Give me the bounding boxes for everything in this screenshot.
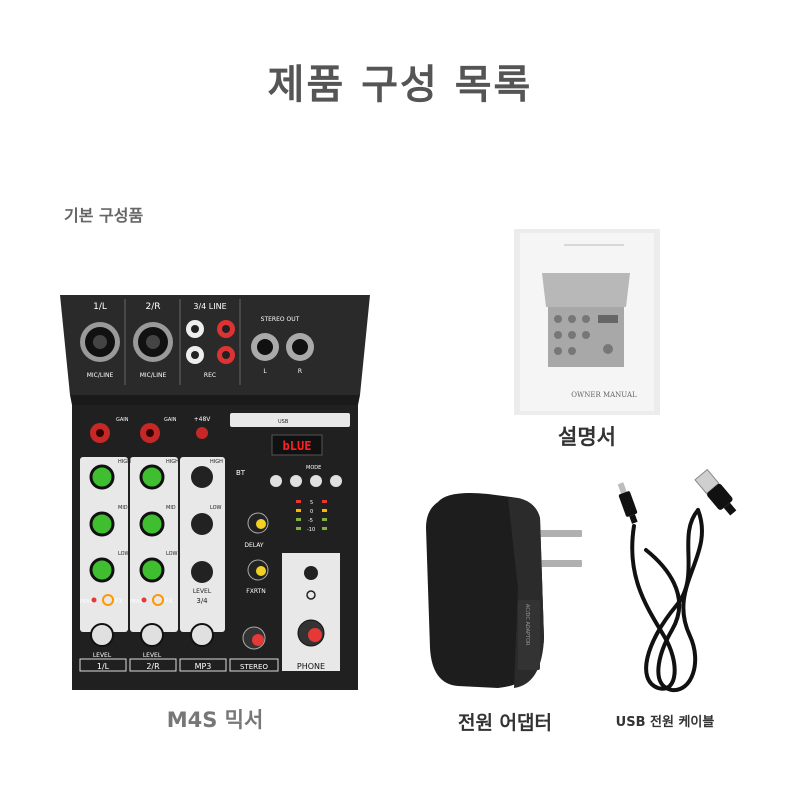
level-meter bbox=[296, 500, 327, 530]
mixer-label-level-2: LEVEL bbox=[143, 652, 162, 659]
fxrtn-knob bbox=[247, 559, 269, 581]
mixer-label-level-1: LEVEL bbox=[93, 652, 112, 659]
mixer-label-low-2: LOW bbox=[166, 551, 178, 557]
mixer-label-peak-1: PEAK bbox=[80, 599, 94, 605]
xlr-jack-2 bbox=[133, 322, 173, 362]
mixer-label-mode: MODE bbox=[306, 465, 321, 471]
mixer-label-delay: DELAY bbox=[244, 542, 264, 549]
xlr-jack-1 bbox=[80, 322, 120, 362]
mixer-label-phantom: +48V bbox=[194, 416, 212, 423]
mixer-label-ch34-top: 3/4 LINE bbox=[193, 302, 226, 311]
level-knob-mp3 bbox=[190, 623, 214, 647]
mixer-label-ch34-bottom: 3/4 bbox=[196, 597, 208, 605]
usb-cable-image bbox=[617, 468, 737, 693]
mixer-top-panel bbox=[60, 295, 370, 395]
low-knob-2 bbox=[139, 557, 165, 583]
delay-knob bbox=[247, 512, 269, 534]
mixer-label-meter-0: 0 bbox=[310, 509, 313, 515]
low-knob-1 bbox=[89, 557, 115, 583]
level-knob-2 bbox=[140, 623, 164, 647]
mixer-label-high-3: HIGH bbox=[210, 459, 223, 465]
mixer-label-mic-line-2: MIC/LINE bbox=[140, 372, 167, 379]
page-title: 제품 구성 목록 bbox=[267, 62, 533, 108]
mixer-label-high-1: HIGH bbox=[118, 459, 131, 465]
mixer-image: 1/L 2/R 3/4 LINE STEREO OUT MIC/LINE MIC… bbox=[60, 295, 370, 690]
mixer-label-meter-m10: -10 bbox=[307, 527, 315, 533]
mixer-label-bt: BT bbox=[236, 469, 246, 477]
mixer-label-gain-1: GAIN bbox=[116, 417, 129, 423]
mixer-label-meter-5: 5 bbox=[310, 500, 313, 506]
manual-cover-mixer-drawing bbox=[542, 273, 630, 367]
mixer-label-mic-line-1: MIC/LINE bbox=[87, 372, 114, 379]
mixer-label-mid-2: MID bbox=[166, 505, 176, 511]
mixer-label-fxrtn: FXRTN bbox=[246, 588, 265, 595]
mixer-caption: M4S 믹서 bbox=[166, 708, 264, 732]
mixer-label-ch1-top: 1/L bbox=[93, 302, 107, 312]
gain-knob-1 bbox=[90, 423, 110, 443]
mixer-led-display bbox=[271, 434, 323, 456]
mixer-label-meter-m5: -5 bbox=[308, 518, 313, 524]
mixer-label-bottom-1: 1/L bbox=[97, 662, 110, 671]
mixer-label-fx-2: FX bbox=[165, 598, 173, 605]
adapter-label-text: AC/DC ADAPTOR bbox=[524, 604, 530, 646]
mid-knob-1 bbox=[89, 511, 115, 537]
mixer-label-high-2: HIGH bbox=[166, 459, 179, 465]
adapter-caption: 전원 어댑터 bbox=[457, 712, 552, 734]
stereo-out-jacks bbox=[251, 333, 314, 361]
gain-knob-2 bbox=[140, 423, 160, 443]
mixer-label-out-r: R bbox=[298, 368, 302, 375]
stereo-level-knob bbox=[242, 626, 266, 650]
high-knob-2 bbox=[139, 464, 165, 490]
usb-cable-caption: USB 전원 케이블 bbox=[615, 715, 715, 730]
mixer-label-out-l: L bbox=[263, 368, 267, 375]
mixer-label-low-3: LOW bbox=[210, 505, 222, 511]
rca-jacks bbox=[186, 320, 235, 364]
mid-knob-2 bbox=[139, 511, 165, 537]
phone-level-knob bbox=[297, 619, 325, 647]
mixer-label-stereo-out: STEREO OUT bbox=[261, 316, 300, 323]
manual-image: OWNER MANUAL bbox=[514, 229, 660, 415]
mixer-label-fx-1: FX bbox=[115, 598, 123, 605]
mixer-label-level-34: LEVEL bbox=[193, 588, 212, 595]
mixer-label-bottom-phone: PHONE bbox=[297, 662, 325, 671]
manual-caption: 설명서 bbox=[558, 425, 616, 449]
mixer-label-bottom-stereo: STEREO bbox=[240, 663, 268, 671]
high-knob-1 bbox=[89, 464, 115, 490]
mixer-label-mid-1: MID bbox=[118, 505, 128, 511]
mixer-label-bottom-mp3: MP3 bbox=[195, 662, 212, 671]
mixer-label-usb: USB bbox=[278, 419, 289, 425]
level-knob-1 bbox=[90, 623, 114, 647]
mixer-label-bottom-2: 2/R bbox=[146, 662, 160, 671]
mixer-label-peak-2: PEAK bbox=[130, 599, 144, 605]
mixer-display-text: bLUE bbox=[283, 439, 312, 453]
mixer-label-low-1: LOW bbox=[118, 551, 130, 557]
mixer-label-gain-2: GAIN bbox=[164, 417, 177, 423]
adapter-image: AC/DC ADAPTOR bbox=[426, 493, 582, 688]
manual-cover-text: OWNER MANUAL bbox=[571, 391, 637, 399]
mixer-label-rec: REC bbox=[204, 372, 216, 379]
section-label-basic-components: 기본 구성품 bbox=[64, 206, 144, 225]
mixer-label-ch2-top: 2/R bbox=[145, 302, 160, 312]
